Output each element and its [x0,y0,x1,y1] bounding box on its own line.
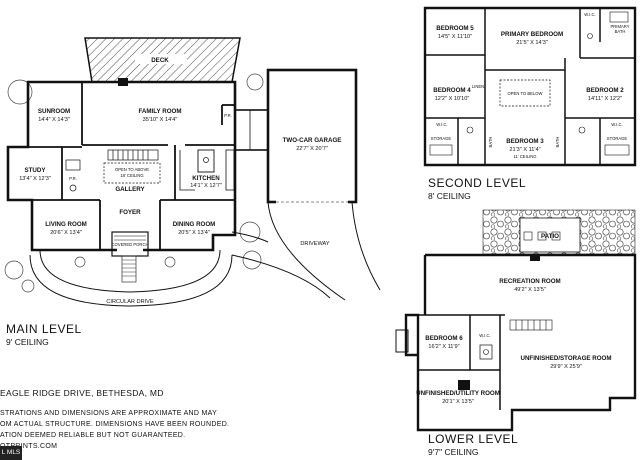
bedroom5-label: BEDROOM 5 [436,25,474,32]
driveway-label: DRIVEWAY [300,241,329,247]
bath-left-label: BATH [488,137,493,148]
study-dim: 13'4" X 12'3" [19,176,51,182]
patio-label: PATIO [541,233,559,240]
main-level-labels: DECK SUNROOM 14'4" X 14'3" FAMILY ROOM 3… [19,57,341,305]
bath-right-label: BATH [555,137,560,148]
unfinished-storage-dim: 29'9" X 25'9" [550,364,582,370]
bedroom6-label: BEDROOM 6 [425,335,463,342]
connector-pr-label: P.R. [224,113,232,118]
wic-left-label: W.I.C. [436,122,447,127]
circular-drive-label: CIRCULAR DRIVE [106,299,154,305]
open-to-above-label: OPEN TO ABOVE [115,167,149,172]
lower-level-plan [395,209,637,432]
open-to-above-area [103,162,161,184]
main-level-plan [4,37,381,307]
lower-level-labels: PATIO RECREATION ROOM 49'2" X 13'5" BEDR… [416,233,611,405]
utility-room-dim: 20'1" X 13'5" [442,399,474,405]
second-level-ceiling: 8' CEILING [428,191,471,201]
lower-level-title: LOWER LEVEL [428,432,519,446]
deck-label: DECK [151,57,169,64]
bedroom2-dim: 14'11" X 12'2" [588,96,622,102]
bedroom4-label: BEDROOM 4 [433,87,471,94]
bedroom5-dim: 14'5" X 11'10" [438,34,472,40]
kitchen-dim: 14'1" X 12'7" [190,183,222,189]
recreation-room-dim: 49'2" X 13'5" [514,287,546,293]
sunroom-label: SUNROOM [38,108,70,115]
recreation-room-label: RECREATION ROOM [499,278,560,285]
bedroom3-ceiling: 11' CEILING [513,154,536,159]
study-label: STUDY [25,167,47,174]
bedroom3-dim: 21'3" X 11'4" [509,147,540,153]
storage-right-label: STORAGE [607,136,628,141]
lower-level-ceiling: 9'7" CEILING [428,447,479,457]
disclaimer-line-2: OM ACTUAL STRUCTURE. DIMENSIONS HAVE BEE… [0,421,230,428]
bedroom6-dim: 16'2" X 11'9" [428,344,459,350]
utility-room-label: UNFINISHED/UTILITY ROOM [416,390,500,397]
lower-exterior-walls [404,253,637,432]
garage [266,68,358,204]
tree-icon [4,73,264,293]
address-line: EAGLE RIDGE DRIVE, BETHESDA, MD [0,388,164,398]
primary-bath-label-2: BATH [615,29,626,34]
living-room-label: LIVING ROOM [45,221,87,228]
main-level-ceiling: 9' CEILING [6,337,49,347]
second-level-plan [423,6,637,167]
dining-room-dim: 20'5" X 13'4" [178,230,210,236]
linen-label: LINEN [472,84,484,89]
main-exterior-walls [6,80,237,252]
second-exterior-walls [423,6,637,167]
kitchen-island [197,149,215,173]
primary-bedroom-label: PRIMARY BEDROOM [501,31,563,38]
open-to-above-ceiling: 18' CEILING [120,173,143,178]
open-to-below-label: OPEN TO BELOW [508,91,543,96]
disclaimer-line-1: STRATIONS AND DIMENSIONS ARE APPROXIMATE… [0,410,218,417]
mls-badge: L MLS [0,446,22,460]
gallery-label: GALLERY [115,186,145,193]
main-level-title: MAIN LEVEL [6,322,82,336]
lower-wic-label: W.I.C. [479,333,490,338]
kitchen-label: KITCHEN [192,175,220,182]
garage-dim: 22'7" X 20'7" [296,146,328,152]
wic-right-label: W.I.C. [611,122,622,127]
garage-label: TWO-CAR GARAGE [283,137,342,144]
covered-porch-label: COVERED PORCH [112,242,149,247]
bedroom3-label: BEDROOM 3 [506,138,544,145]
family-room-label: FAMILY ROOM [139,108,182,115]
foyer-label: FOYER [119,209,141,216]
second-level-title: SECOND LEVEL [428,176,527,190]
disclaimer-line-4: OTPRINTS.COM [0,443,58,450]
powder-room-label: P.R. [69,176,77,181]
circular-drive [39,249,221,293]
fireplace-icon [118,78,128,86]
wic-primary-label: W.I.C. [584,12,595,17]
unfinished-storage-label: UNFINISHED/STORAGE ROOM [521,355,612,362]
living-room-dim: 20'6" X 13'4" [50,230,82,236]
disclaimer-line-3: ATION DEEMED RELIABLE BUT NOT GUARANTEED… [0,432,186,439]
storage-left-label: STORAGE [431,136,452,141]
primary-bedroom-dim: 21'5" X 14'3" [516,40,548,46]
second-level-labels: BEDROOM 5 14'5" X 11'10" PRIMARY BEDROOM… [431,12,630,159]
bedroom2-label: BEDROOM 2 [586,87,624,94]
primary-bath-label: PRIMARY [610,24,629,29]
family-room-dim: 35'10" X 14'4" [143,117,178,123]
dining-room-label: DINING ROOM [173,221,216,228]
main-stairs [107,149,159,161]
sunroom-dim: 14'4" X 14'3" [38,117,70,123]
bedroom4-dim: 12'2" X 10'10" [435,96,470,102]
